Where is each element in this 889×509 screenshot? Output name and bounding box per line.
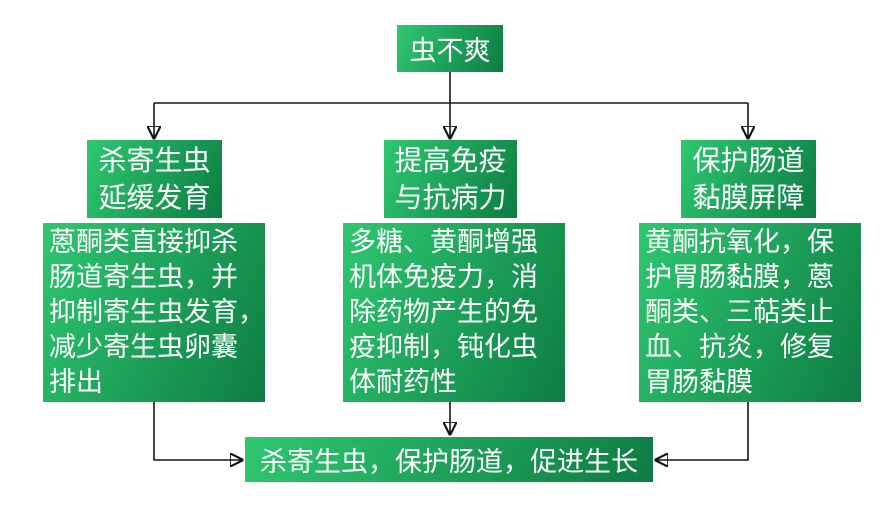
branch-3-header: 保护肠道 黏膜屏障 <box>681 140 816 218</box>
root-node: 虫不爽 <box>397 25 503 72</box>
branch-3-body: 黄酮抗氧化，保 护胃肠黏膜，蒽 酮类、三萜类止 血、抗炎，修复 胃肠黏膜 <box>639 223 861 402</box>
conclusion-node: 杀寄生虫，保护肠道，促进生长 <box>245 437 653 482</box>
branch-2-header: 提高免疫 与抗病力 <box>384 140 517 218</box>
branch-2-body: 多糖、黄酮增强 机体免疫力，消 除药物产生的免 疫抑制，钝化虫 体耐药性 <box>343 223 565 402</box>
branch-1-body: 蒽酮类直接抑杀 肠道寄生虫，并 抑制寄生虫发育， 减少寄生虫卵囊 排出 <box>43 223 265 402</box>
branch-1-header: 杀寄生虫 延缓发育 <box>87 140 222 218</box>
arrow-branch1-to-conclusion <box>153 402 242 460</box>
arrow-branch3-to-conclusion <box>656 402 749 460</box>
